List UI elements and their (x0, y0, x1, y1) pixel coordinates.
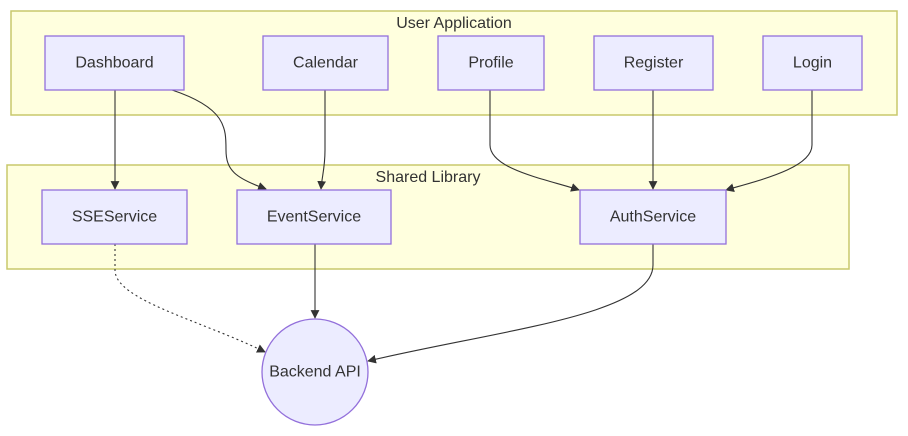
node-dashboard[interactable]: Dashboard (44, 35, 185, 91)
node-backend-api[interactable]: Backend API (261, 318, 369, 426)
edge-sseservice-backendapi (114, 244, 266, 353)
cluster-shared-library-label: Shared Library (376, 169, 481, 186)
cluster-user-application-label: User Application (396, 15, 512, 32)
node-authservice-label: AuthService (610, 209, 696, 226)
node-eventservice[interactable]: EventService (236, 189, 392, 245)
node-calendar-label: Calendar (293, 55, 359, 72)
node-sseservice[interactable]: SSEService (41, 189, 188, 245)
edge-authservice-backendapi (367, 244, 654, 364)
node-register-label: Register (624, 55, 684, 72)
node-sseservice-label: SSEService (72, 209, 157, 226)
node-calendar[interactable]: Calendar (262, 35, 389, 91)
edge-dashboard-eventservice (171, 89, 267, 191)
node-profile[interactable]: Profile (437, 35, 545, 91)
node-register[interactable]: Register (593, 35, 714, 91)
node-login[interactable]: Login (762, 35, 863, 91)
node-profile-label: Profile (468, 55, 513, 72)
node-eventservice-label: EventService (267, 209, 361, 226)
node-backend-api-label: Backend API (269, 364, 361, 381)
edge-profile-authservice (489, 90, 580, 192)
edges (110, 89, 813, 364)
edge-calendar-eventservice (317, 90, 326, 190)
node-dashboard-label: Dashboard (75, 55, 153, 72)
node-login-label: Login (793, 55, 832, 72)
node-authservice[interactable]: AuthService (579, 189, 727, 245)
edge-login-authservice (725, 90, 813, 192)
